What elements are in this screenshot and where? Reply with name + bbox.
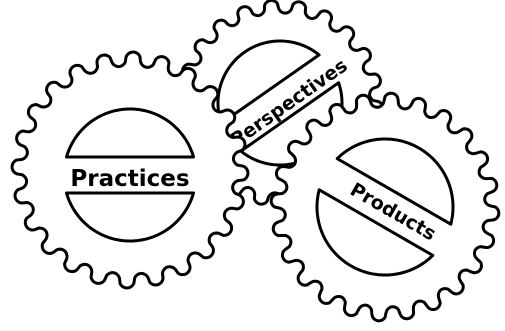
gear-practices-bottom-window [65, 191, 195, 243]
gear-products-bottom-window [315, 188, 435, 277]
gear-practices-outline [10, 50, 250, 290]
gear-products-outline [269, 91, 501, 323]
gear-practices: Practices [10, 50, 250, 290]
gear-products-top-window [335, 137, 455, 226]
gear-practices-top-window [65, 107, 195, 159]
gear-practices-label: Practices [70, 166, 189, 192]
gear-products: Products [269, 91, 501, 323]
